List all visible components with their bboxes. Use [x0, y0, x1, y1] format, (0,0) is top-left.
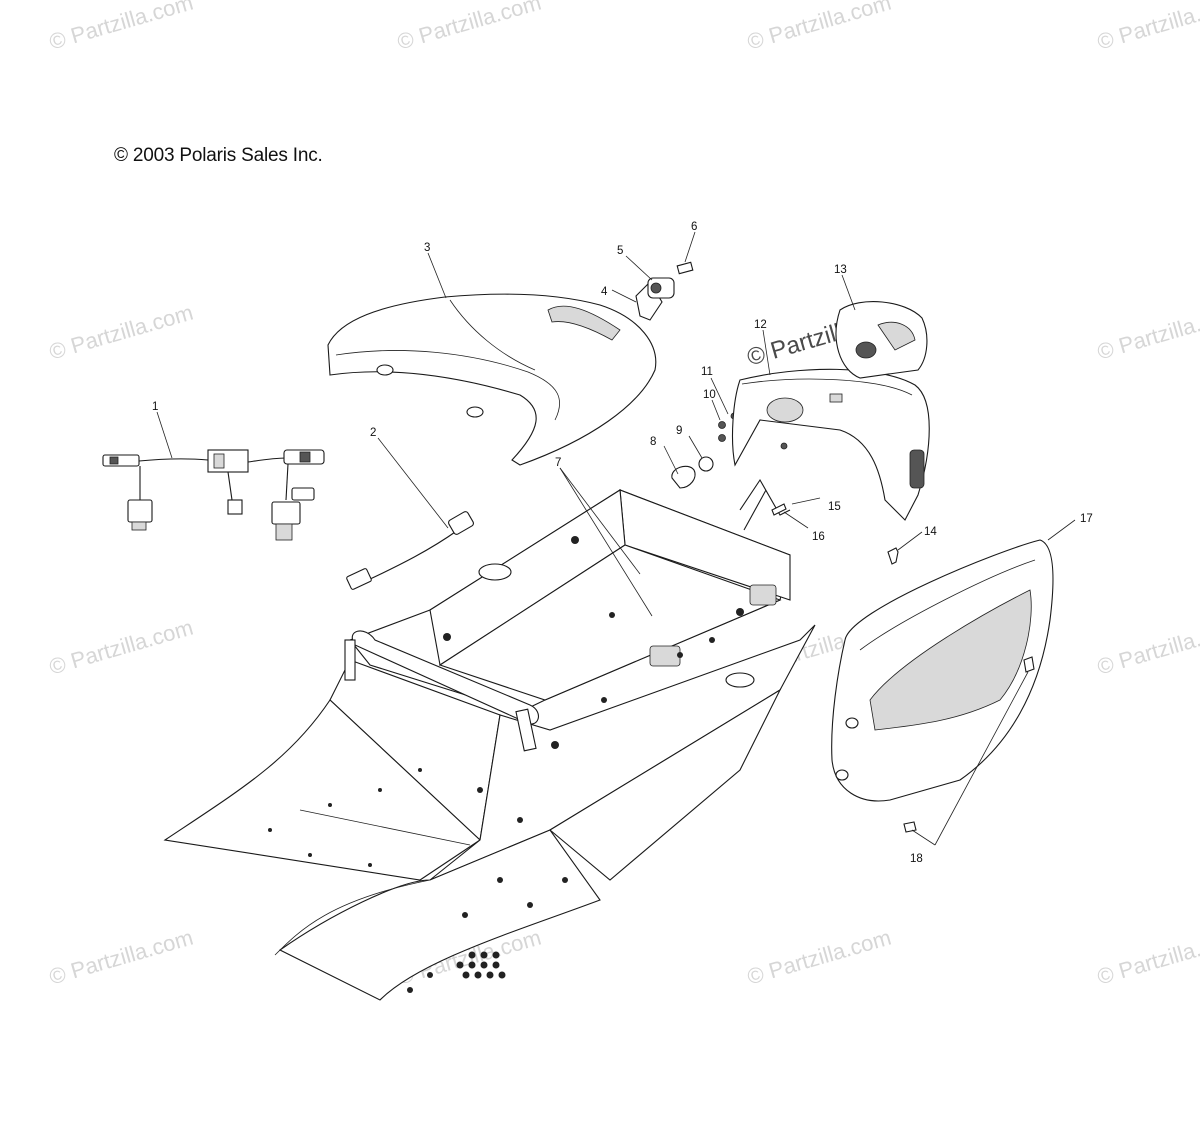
callout-16: 16	[812, 531, 825, 543]
callout-2: 2	[370, 427, 376, 439]
part-14-bolt[interactable]	[887, 547, 899, 565]
callout-8: 8	[650, 436, 656, 448]
callout-3: 3	[424, 242, 430, 254]
callout-10: 10	[703, 389, 716, 401]
part-5-lock-cylinder[interactable]	[647, 277, 675, 299]
callout-18: 18	[910, 853, 923, 865]
callout-17: 17	[1080, 513, 1093, 525]
rivet-hole-pattern	[456, 951, 506, 979]
part-1-wiring-harness[interactable]	[102, 449, 325, 541]
callout-6: 6	[691, 221, 697, 233]
part-17-side-panel[interactable]	[831, 539, 1054, 802]
part-8-bulb-socket[interactable]	[671, 465, 696, 489]
part-3-trunk-lid[interactable]	[327, 293, 657, 466]
callout-14: 14	[924, 526, 937, 538]
part-10-nut[interactable]	[718, 421, 726, 442]
part-2-cable[interactable]	[346, 511, 474, 590]
chassis-tunnel	[163, 489, 816, 1001]
callout-13: 13	[834, 264, 847, 276]
part-9-bulb[interactable]	[698, 456, 714, 472]
leader-lines	[156, 231, 1076, 846]
part-18-push-rivets[interactable]	[903, 656, 1035, 833]
callout-4: 4	[601, 286, 608, 298]
part-16-clip[interactable]	[771, 503, 787, 516]
part-13-taillight[interactable]	[835, 301, 928, 379]
callout-9: 9	[676, 425, 682, 437]
part-12-rear-housing[interactable]	[732, 368, 930, 521]
callout-labels: 1 2 3 4 5 6 7 8 9 10 11 12 13 14 15 16 1…	[152, 221, 1093, 865]
callout-1: 1	[152, 401, 158, 413]
copyright-notice: © 2003 Polaris Sales Inc.	[114, 145, 323, 166]
callout-12: 12	[754, 319, 767, 331]
callout-7: 7	[555, 457, 561, 469]
callout-11: 11	[701, 366, 713, 378]
part-6-key[interactable]	[676, 261, 694, 275]
callout-5: 5	[617, 245, 623, 257]
callout-15: 15	[828, 501, 841, 513]
